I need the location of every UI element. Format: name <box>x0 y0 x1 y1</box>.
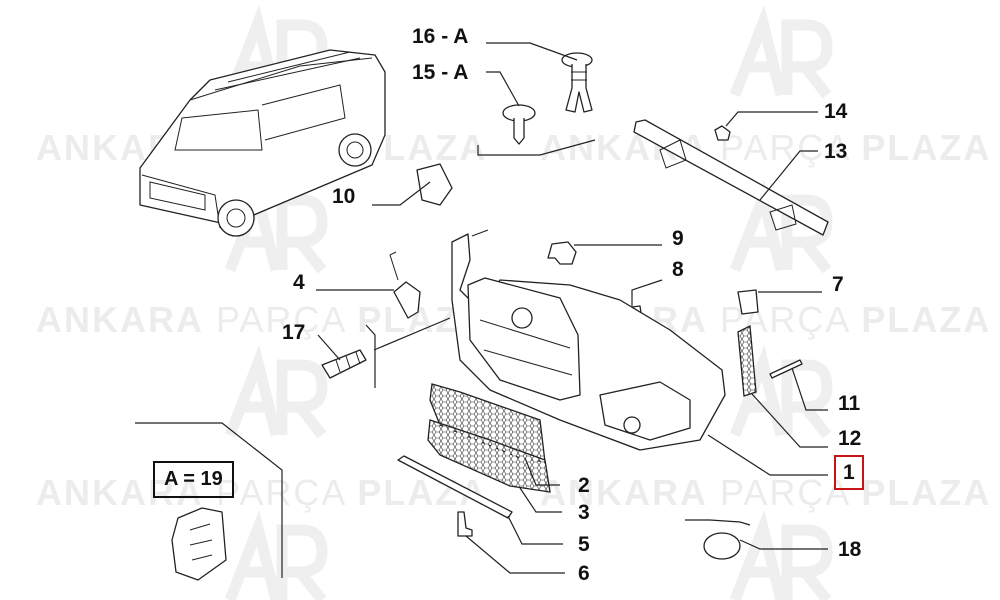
part-7-bracket-icon <box>737 289 759 315</box>
part-18-cap-icon <box>703 532 741 560</box>
watermark-logo-icon <box>224 344 328 439</box>
part-3-center-grille-icon <box>427 419 551 493</box>
callout-16-a: 16 - A <box>412 25 469 48</box>
svg-text:ANKARA PARÇA PLAZA: ANKARA PARÇA PLAZA <box>36 299 487 340</box>
callout-13: 13 <box>824 140 848 163</box>
svg-text:ANKARA PARÇA PLAZA: ANKARA PARÇA PLAZA <box>540 472 991 513</box>
watermark-plaza: PLAZA <box>861 127 991 168</box>
callout-15-a: 15 - A <box>412 61 469 84</box>
watermark-plaza: PLAZA <box>861 299 991 340</box>
callout-10: 10 <box>332 185 356 208</box>
part-12-side-grille-icon <box>737 324 757 397</box>
watermark-ankara: ANKARA <box>540 472 708 513</box>
part-4-cover-icon <box>389 251 421 319</box>
callout-9: 9 <box>672 227 684 250</box>
van-illustration-icon <box>139 49 386 237</box>
svg-text:ANKARA PARÇA PLAZA: ANKARA PARÇA PLAZA <box>540 127 991 168</box>
callout-4: 4 <box>293 271 305 294</box>
legend-a-equals: A = 19 <box>153 461 234 498</box>
part-1-front-bumper-icon <box>451 233 726 451</box>
callout-6: 6 <box>578 562 590 585</box>
callout-2: 2 <box>578 474 590 497</box>
watermark-parca: PARÇA <box>720 127 849 168</box>
callout-12: 12 <box>838 427 862 450</box>
watermark-logo-icon <box>224 4 328 99</box>
part-5-trim-strip-icon <box>397 455 513 519</box>
watermark-plaza: PLAZA <box>861 472 991 513</box>
part-6-bracket-icon <box>457 511 473 537</box>
section-lines <box>135 139 751 578</box>
part-16-rivet-icon <box>561 52 593 113</box>
watermark-parca: PARÇA <box>216 472 345 513</box>
part-9-bracket-icon <box>547 241 577 265</box>
watermark-logo-icon <box>224 509 328 600</box>
callout-3: 3 <box>578 501 590 524</box>
callout-7: 7 <box>832 273 844 296</box>
part-11-screw-icon <box>769 359 803 379</box>
callout-5: 5 <box>578 533 590 556</box>
watermark-logo-icon <box>729 509 833 600</box>
part-14-clip-icon <box>714 125 731 141</box>
part-15-clip-icon <box>502 104 536 145</box>
watermark-parca: PARÇA <box>216 299 345 340</box>
watermark-logo-icon <box>729 344 833 439</box>
svg-text:ANKARA PARÇA PLAZA: ANKARA PARÇA PLAZA <box>36 472 487 513</box>
callout-14: 14 <box>824 100 848 123</box>
callout-11: 11 <box>838 392 861 415</box>
part-19-bracket-icon <box>171 507 227 581</box>
watermark-logo-icon <box>729 4 833 99</box>
leader-lines <box>316 42 828 574</box>
part-17-plug-icon <box>321 349 367 379</box>
part-13-crossmember-icon <box>633 119 829 236</box>
watermark-ankara: ANKARA <box>36 472 204 513</box>
callout-18: 18 <box>838 538 862 561</box>
watermark-parca: PARÇA <box>720 472 849 513</box>
callout-8: 8 <box>672 258 684 281</box>
callout-17: 17 <box>282 321 306 344</box>
callout-1-selected[interactable]: 1 <box>834 455 864 490</box>
watermark-ankara: ANKARA <box>36 299 204 340</box>
part-10-tow-cap-icon <box>416 163 453 206</box>
